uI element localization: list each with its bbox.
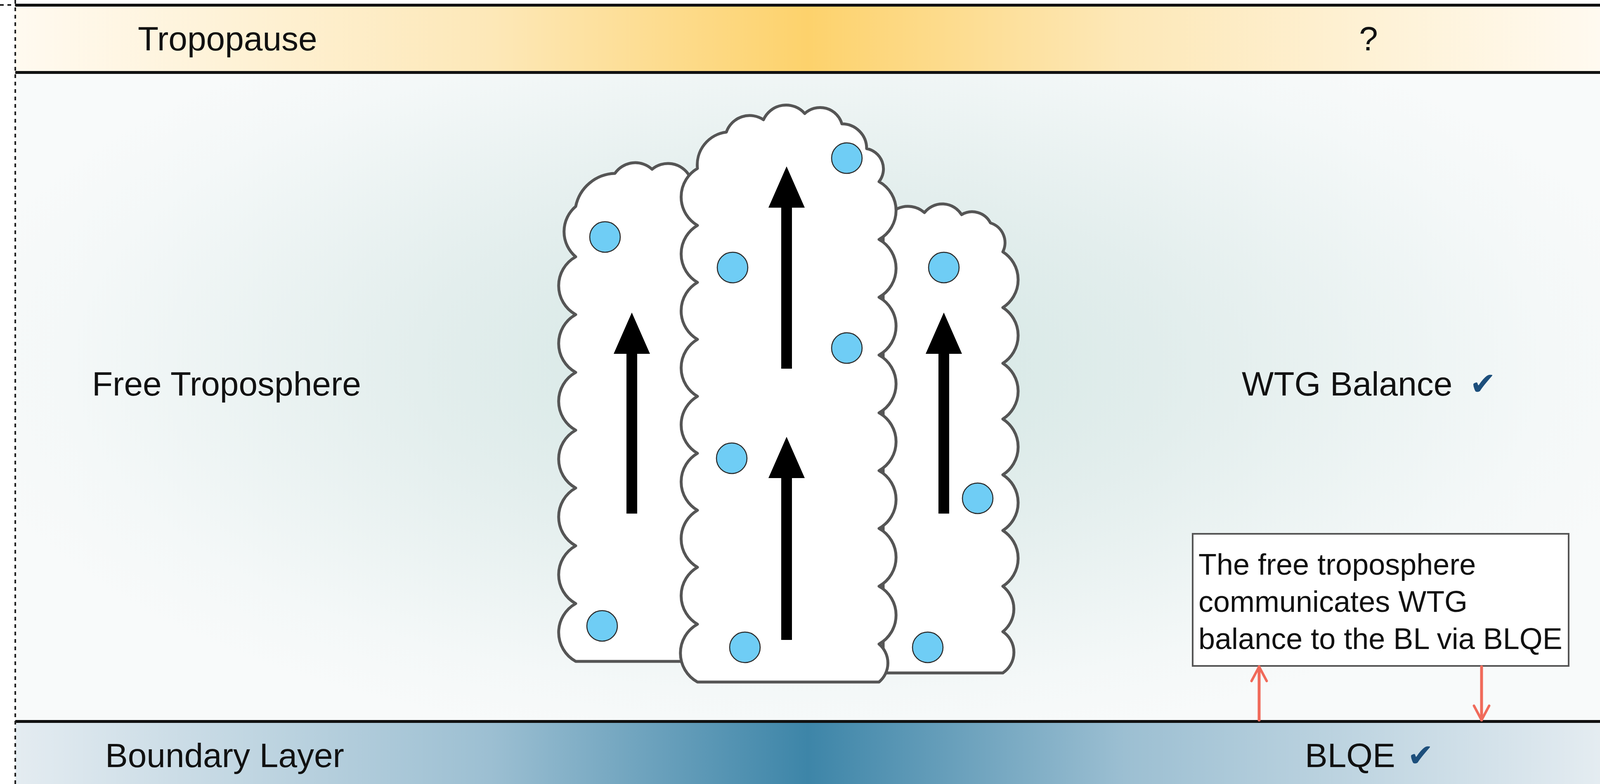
updraft-arrow	[768, 166, 805, 369]
status-label: BLQE	[1304, 735, 1396, 775]
tropopause-band: Tropopause?	[15, 3, 1600, 74]
cloud-middle	[680, 104, 897, 682]
boundary-layer-band: Boundary Layer BLQE	[15, 719, 1600, 784]
updraft-arrow	[613, 312, 650, 514]
note-text: The free troposphere communicates WTG ba…	[1198, 545, 1568, 658]
droplet	[962, 482, 993, 514]
droplet	[717, 252, 748, 283]
check-mark: ✔	[1469, 366, 1497, 402]
status-mark: ?	[1358, 19, 1378, 59]
status-label: WTG Balance	[1241, 364, 1453, 404]
band-label: Free Troposphere	[92, 364, 362, 404]
updraft-arrow	[925, 312, 962, 514]
band-label: Tropopause	[137, 19, 318, 59]
droplet	[831, 332, 863, 364]
cloud-right	[883, 203, 1019, 673]
droplet	[912, 631, 943, 663]
note-box: The free troposphere communicates WTG ba…	[1191, 532, 1570, 667]
band-label: Boundary Layer	[105, 735, 345, 775]
droplet	[586, 610, 618, 641]
exchange-arrow	[1480, 666, 1484, 720]
updraft-arrow	[768, 436, 805, 640]
dashed-frame	[0, 4, 16, 6]
droplet	[589, 221, 621, 253]
check-mark: ✔	[1407, 737, 1434, 773]
droplet	[831, 142, 863, 174]
exchange-arrow	[1257, 666, 1261, 720]
droplet	[716, 442, 747, 474]
droplet	[729, 631, 761, 663]
droplet	[928, 252, 960, 283]
